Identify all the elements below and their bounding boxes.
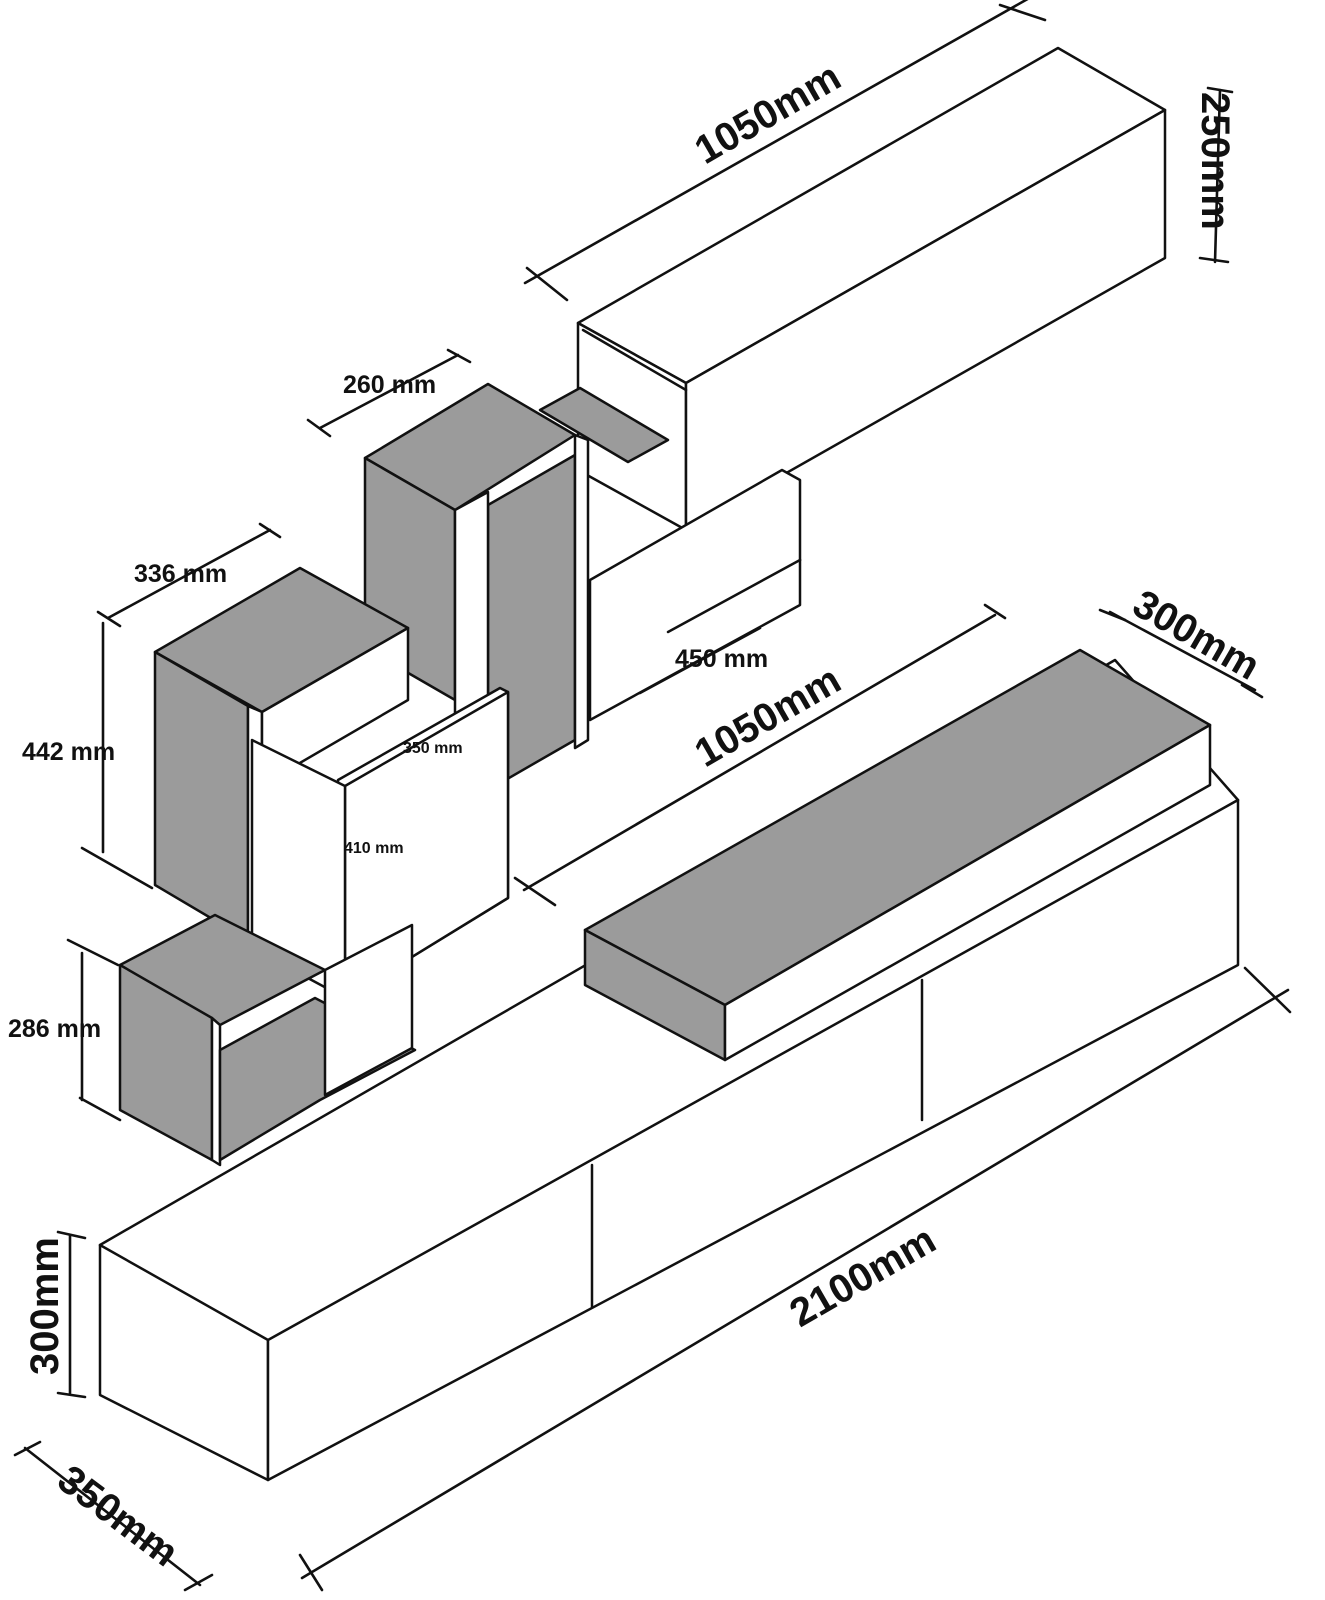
inner-box xyxy=(250,686,510,1000)
lower-shelf-height-label: 286 mm xyxy=(8,1015,101,1043)
upper-wall-cabinet xyxy=(576,46,1167,532)
tv-top-length-label: 1050mm xyxy=(688,658,849,776)
shelf-unit-height-label: 442 mm xyxy=(22,738,115,766)
tv-unit-height-label: 300mm xyxy=(23,1237,67,1375)
upper-cabinet-height-label: 250mm xyxy=(1193,92,1237,230)
top-shelf-depth-label: 260 mm xyxy=(343,371,436,399)
inner-box-height-label: 410 mm xyxy=(344,840,404,857)
tv-top-board xyxy=(583,648,1212,1062)
tv-unit-depth-label: 350mm xyxy=(50,1457,187,1575)
middle-shelf-unit xyxy=(153,566,410,947)
middle-shelf-width-label: 336 mm xyxy=(134,560,227,588)
long-shelf-length-label: 450 mm xyxy=(675,645,768,673)
back-long-shelf xyxy=(538,386,802,722)
inner-box-width-label: 350 mm xyxy=(403,740,463,757)
lower-shelf-box xyxy=(118,913,417,1167)
tv-top-depth-label: 300mm xyxy=(1126,582,1267,689)
dimension-lines xyxy=(13,0,1292,1592)
